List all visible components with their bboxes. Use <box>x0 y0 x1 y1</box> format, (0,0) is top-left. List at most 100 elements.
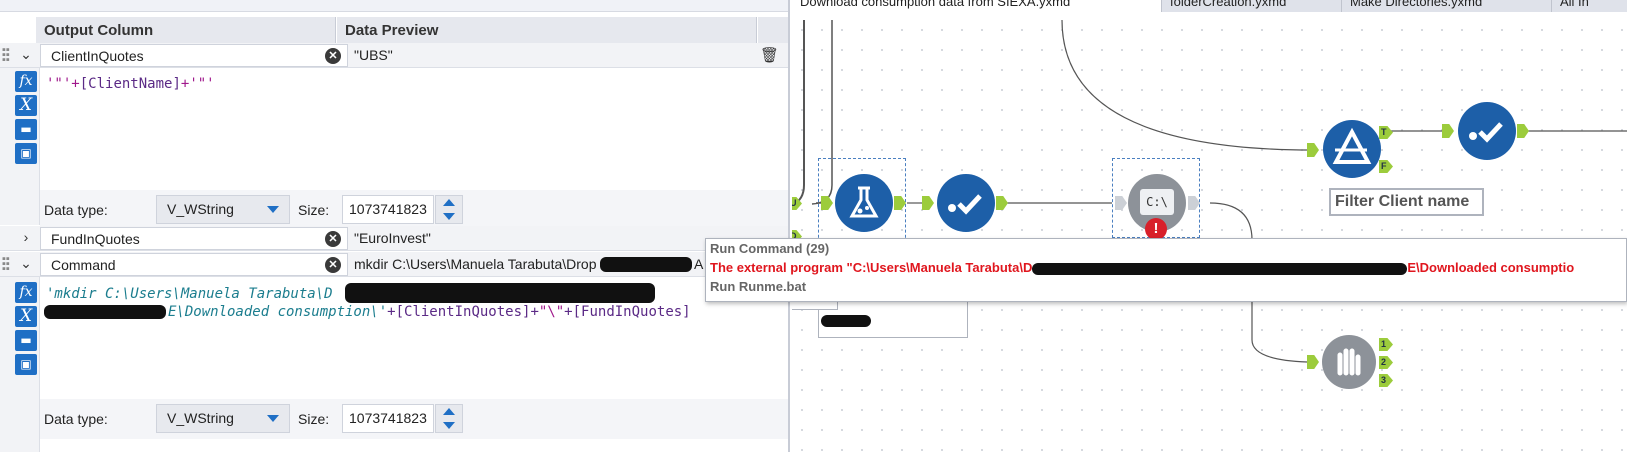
dropdown-arrow-icon[interactable] <box>267 415 279 422</box>
command-prompt-icon: C:\ <box>1140 189 1174 215</box>
select2-output-anchor[interactable] <box>1517 124 1529 138</box>
run-command-input-anchor[interactable] <box>1115 196 1127 210</box>
expression-editor-clientinquotes[interactable]: fx X ▬ ▣ '"'+[ClientName]+'"' Data type:… <box>0 68 788 230</box>
expr-token: +[ClientInQuotes]+ <box>387 304 539 320</box>
formula-row-command[interactable]: ▪▪▪▪▪▪ ⌄ Command ✕ mkdir C:\Users\Manuel… <box>0 252 788 277</box>
data-type-value: V_WString <box>167 201 234 217</box>
formula-tool[interactable] <box>835 174 893 232</box>
run-command-output-anchor[interactable] <box>1188 196 1200 210</box>
spin-down-icon[interactable] <box>443 213 455 220</box>
tooltip-action: Run Runme.bat <box>710 279 807 294</box>
size-input[interactable]: 1073741823 <box>342 195 434 224</box>
formula-row-fundinquotes[interactable]: › FundInQuotes ✕ "EuroInvest" <box>0 226 788 251</box>
flask-icon <box>849 186 879 218</box>
tab-download-consumption[interactable]: Download consumption data from SIEXA.yxm… <box>792 0 1162 12</box>
column-header-preview[interactable]: Data Preview <box>337 17 757 44</box>
data-preview-value: "EuroInvest" <box>354 230 431 246</box>
expr-token: E\Downloaded consumption\' <box>168 304 388 320</box>
error-icon: ! <box>1145 218 1167 240</box>
workflow-tabs: Download consumption data from SIEXA.yxm… <box>792 0 1627 12</box>
formula-row-clientinquotes[interactable]: ▪▪▪▪▪▪ ⌄ ClientInQuotes ✕ "UBS" 🗑 <box>0 43 788 68</box>
expression-text[interactable]: '"'+[ClientName]+'"' <box>46 76 215 92</box>
filter-input-anchor[interactable] <box>1307 143 1319 157</box>
clear-icon[interactable]: ✕ <box>325 48 341 64</box>
hand-stop-icon <box>1337 348 1361 376</box>
tab-all-in[interactable]: All In <box>1552 0 1627 12</box>
tab-foldercreation[interactable]: folderCreation.yxmd <box>1162 0 1342 12</box>
data-type-select[interactable]: V_WString <box>156 195 290 224</box>
tool-annotation-box <box>818 300 968 338</box>
filter-true-anchor[interactable]: T <box>1379 126 1393 139</box>
filter-false-anchor[interactable]: F <box>1379 160 1393 173</box>
detour-tool[interactable] <box>1322 335 1376 389</box>
expression-line-1[interactable]: 'mkdir C:\Users\Manuela Tarabuta\D <box>46 286 333 302</box>
variable-icon[interactable]: X <box>15 95 37 116</box>
tooltip-error-message: The external program "C:\Users\Manuela T… <box>710 260 1622 275</box>
spin-up-icon[interactable] <box>443 199 455 206</box>
expr-token: +[FundInQuotes] <box>564 304 691 320</box>
open-folder-icon[interactable]: ▬ <box>15 330 37 351</box>
open-folder-icon[interactable]: ▬ <box>15 119 37 140</box>
checkmark-icon <box>1469 122 1503 143</box>
chevron-right-icon[interactable]: › <box>23 229 29 245</box>
detour-output-anchor-1[interactable]: 1 <box>1379 338 1393 351</box>
select2-input-anchor[interactable] <box>1442 124 1454 138</box>
redaction-mark <box>821 315 871 327</box>
size-stepper[interactable] <box>435 404 463 433</box>
editor-toolbar: fx X ▬ ▣ <box>0 277 40 452</box>
redaction-mark <box>1032 262 1408 275</box>
column-header-spacer <box>758 17 788 44</box>
expression-line-2[interactable]: E\Downloaded consumption\'+[ClientInQuot… <box>168 304 691 320</box>
input-anchor-u[interactable]: U <box>792 197 802 210</box>
chevron-down-icon[interactable]: ⌄ <box>20 46 32 62</box>
dropdown-arrow-icon[interactable] <box>267 206 279 213</box>
expr-token: + <box>71 76 80 92</box>
trash-icon[interactable]: 🗑 <box>760 47 780 64</box>
function-icon[interactable]: fx <box>15 282 37 303</box>
size-label: Size: <box>298 202 330 218</box>
data-type-label: Data type: <box>44 411 108 427</box>
select-tool[interactable] <box>937 174 995 232</box>
spin-down-icon[interactable] <box>443 422 455 429</box>
save-icon[interactable]: ▣ <box>15 354 37 375</box>
output-column-field[interactable]: Command <box>40 253 348 276</box>
checkmark-icon <box>948 194 982 215</box>
output-column-field[interactable]: FundInQuotes <box>40 227 348 250</box>
select-tool-2[interactable] <box>1458 102 1516 160</box>
clear-icon[interactable]: ✕ <box>325 231 341 247</box>
connection-lines <box>792 19 1627 363</box>
detour-output-anchor-3[interactable]: 3 <box>1379 374 1393 387</box>
clear-icon[interactable]: ✕ <box>325 257 341 273</box>
variable-icon[interactable]: X <box>15 306 37 327</box>
formula-output-anchor[interactable] <box>894 196 906 210</box>
editor-toolbar: fx X ▬ ▣ <box>0 68 40 225</box>
size-label: Size: <box>298 411 330 427</box>
tab-make-directories[interactable]: Make Directories.yxmd <box>1342 0 1552 12</box>
size-input[interactable]: 1073741823 <box>342 404 434 433</box>
workflow-canvas[interactable]: Download consumption data from SIEXA.yxm… <box>792 0 1627 452</box>
expression-editor-command[interactable]: fx X ▬ ▣ 'mkdir C:\Users\Manuela Tarabut… <box>0 277 788 452</box>
function-icon[interactable]: fx <box>15 71 37 92</box>
chevron-down-icon[interactable]: ⌄ <box>20 255 32 271</box>
formula-input-anchor[interactable] <box>821 196 833 210</box>
drag-handle-icon[interactable]: ▪▪▪▪▪▪ <box>2 44 10 66</box>
select-output-anchor[interactable] <box>996 196 1008 210</box>
output-column-field[interactable]: ClientInQuotes <box>40 44 348 67</box>
data-type-select[interactable]: V_WString <box>156 404 290 433</box>
data-type-label: Data type: <box>44 202 108 218</box>
spin-up-icon[interactable] <box>443 408 455 415</box>
size-stepper[interactable] <box>435 195 463 224</box>
drag-handle-icon[interactable]: ▪▪▪▪▪▪ <box>2 253 10 275</box>
filter-annotation: Filter Client name <box>1329 188 1484 216</box>
expr-token: "\" <box>538 304 565 320</box>
column-header-output[interactable]: Output Column <box>36 17 336 44</box>
filter-tool[interactable] <box>1323 120 1381 178</box>
input-anchor-d[interactable]: D <box>792 230 802 243</box>
expr-token: '"' <box>46 76 72 92</box>
detour-output-anchor-2[interactable]: 2 <box>1379 356 1393 369</box>
select-input-anchor[interactable] <box>922 196 934 210</box>
save-icon[interactable]: ▣ <box>15 143 37 164</box>
tooltip-title: Run Command (29) <box>710 241 830 256</box>
detour-input-anchor[interactable] <box>1307 355 1319 369</box>
tooltip-error-prefix: The external program "C:\Users\Manuela T… <box>710 260 1033 275</box>
